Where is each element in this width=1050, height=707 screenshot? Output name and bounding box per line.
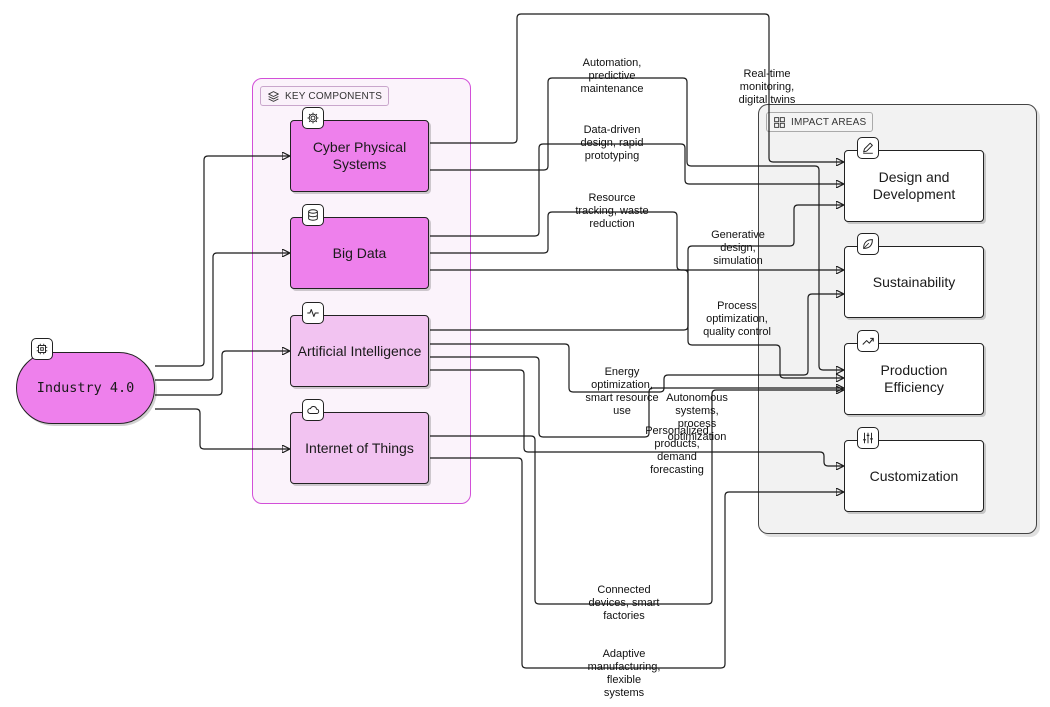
production-efficiency-node[interactable]: Production Efficiency	[844, 343, 984, 415]
edge-industry-bigdata	[155, 253, 289, 381]
key-components-title: KEY COMPONENTS	[285, 90, 383, 102]
production-efficiency-label: Production Efficiency	[880, 362, 948, 395]
impact-areas-title: IMPACT AREAS	[791, 116, 867, 128]
design-and-development-label: Design and Development	[872, 169, 956, 202]
edge-cps-design	[430, 13, 843, 162]
edge-ai-design	[430, 205, 843, 331]
big-data-label: Big Data	[332, 244, 387, 261]
impact-areas-label: IMPACT AREAS	[766, 112, 874, 132]
database-icon	[302, 204, 324, 226]
internet-of-things-label: Internet of Things	[305, 439, 414, 456]
sliders-icon	[857, 427, 879, 449]
layers-icon	[268, 90, 279, 102]
edge-iot-customization	[430, 457, 843, 669]
industry-4-label: Industry 4.0	[36, 379, 135, 396]
internet-of-things-node[interactable]: Internet of Things	[290, 412, 429, 484]
edge-iot-production	[430, 390, 843, 605]
artificial-intelligence-label: Artificial Intelligence	[297, 342, 422, 359]
cyber-physical-systems-node[interactable]: Cyber Physical Systems	[290, 120, 429, 192]
edge-bigdata-sustainability	[430, 211, 843, 270]
activity-pulse-icon	[302, 302, 324, 324]
trending-up-icon	[857, 330, 879, 352]
artificial-intelligence-node[interactable]: Artificial Intelligence	[290, 315, 429, 387]
edge-industry-cps	[155, 156, 289, 367]
big-data-node[interactable]: Big Data	[290, 217, 429, 289]
customization-label: Customization	[869, 467, 959, 484]
cyber-physical-systems-label: Cyber Physical Systems	[312, 139, 407, 172]
design-and-development-node[interactable]: Design and Development	[844, 150, 984, 222]
edge-industry-ai	[155, 351, 289, 396]
cloud-icon	[302, 399, 324, 421]
edit-pencil-icon	[857, 137, 879, 159]
key-components-label: KEY COMPONENTS	[260, 86, 390, 106]
edge-industry-iot	[155, 408, 289, 449]
industry-4-node[interactable]: Industry 4.0	[16, 352, 155, 424]
edge-bigdata-production	[430, 269, 843, 378]
gear-icon	[302, 107, 324, 129]
leaf-icon	[857, 233, 879, 255]
sustainability-node[interactable]: Sustainability	[844, 246, 984, 318]
edge-ai-customization	[430, 369, 843, 466]
customization-node[interactable]: Customization	[844, 440, 984, 512]
cpu-chip-icon	[31, 338, 53, 360]
edge-ai-production	[430, 356, 843, 438]
edge-bigdata-design	[430, 143, 843, 237]
grid-icon	[774, 116, 785, 128]
edge-ai-sustainability	[430, 294, 843, 393]
sustainability-label: Sustainability	[872, 273, 956, 290]
edge-cps-production	[430, 77, 843, 370]
